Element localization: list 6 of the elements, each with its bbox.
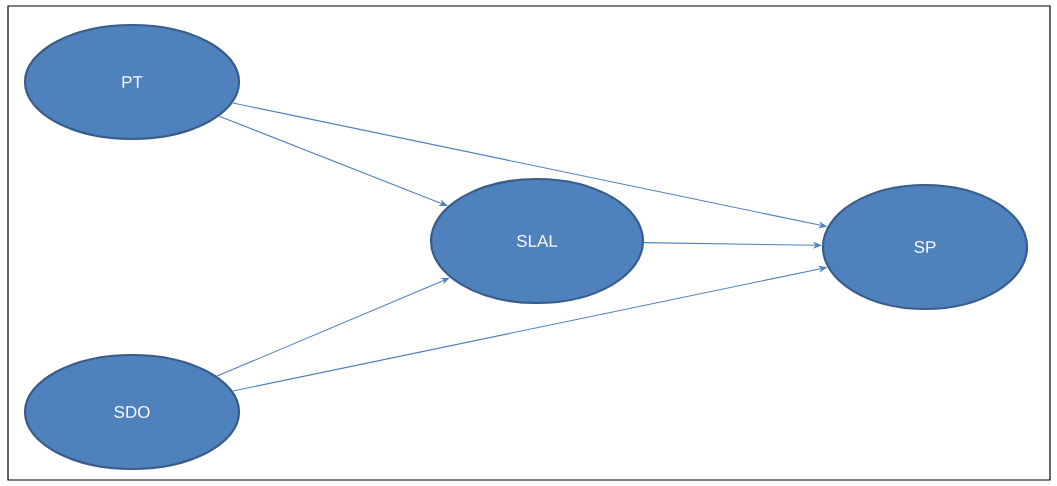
ellipse-node: PT [23,23,241,141]
arrow [218,115,448,206]
arrow [216,277,450,377]
ellipse-node: SLAL [429,177,645,305]
ellipse-node: SP [821,183,1029,311]
ellipse-node: SDO [23,353,241,471]
